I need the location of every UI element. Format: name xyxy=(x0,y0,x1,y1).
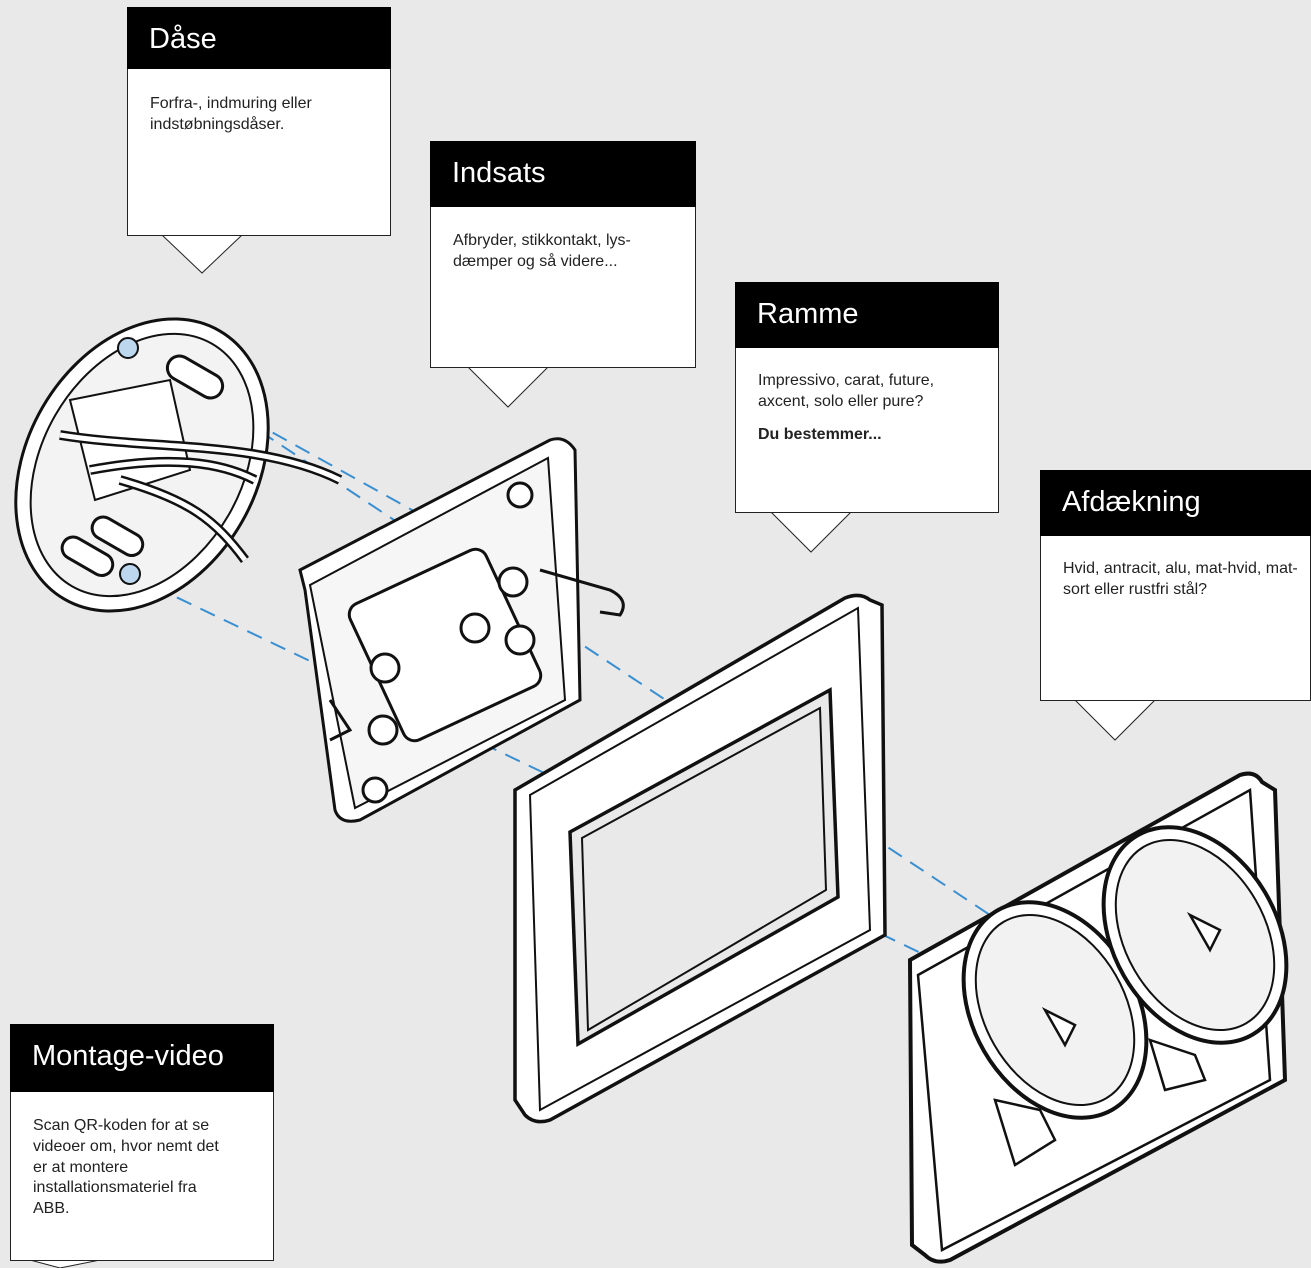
callout-frame-description: Impressivo, carat, future, axcent, solo … xyxy=(758,371,988,413)
callout-box-description: Forfra-, indmuring eller indstøbningsdås… xyxy=(150,94,370,136)
callout-cover-text: Hvid, antracit, alu, mat-hvid, mat-sort … xyxy=(1063,559,1298,613)
callout-video-description: Scan QR-koden for at se videoer om, hvor… xyxy=(33,1116,233,1220)
callout-frame-title: Ramme xyxy=(735,282,999,348)
callout-video: Montage-video Scan QR-koden for at se vi… xyxy=(10,1024,274,1261)
cover-drawing xyxy=(910,774,1311,1262)
box-drawing xyxy=(0,273,340,656)
callout-box-title: Dåse xyxy=(127,7,391,69)
callout-insert: Indsats Afbryder, stikkontakt, lys-dæmpe… xyxy=(430,141,696,368)
callout-video-title: Montage-video xyxy=(10,1024,274,1092)
callout-cover: Afdækning Hvid, antracit, alu, mat-hvid,… xyxy=(1040,470,1311,701)
callout-frame: Ramme Impressivo, carat, future, axcent,… xyxy=(735,282,999,513)
callout-insert-text: Afbryder, stikkontakt, lys-dæmper og så … xyxy=(453,231,683,285)
callout-box-text: Forfra-, indmuring eller indstøbningsdås… xyxy=(150,94,370,148)
callout-box: Dåse Forfra-, indmuring eller indstøbnin… xyxy=(127,7,391,236)
callout-insert-title: Indsats xyxy=(430,141,696,207)
guide-line-wire xyxy=(250,420,430,520)
callout-frame-text: Impressivo, carat, future, axcent, solo … xyxy=(758,371,988,457)
callout-frame-emphasis: Du bestemmer... xyxy=(758,426,882,443)
callout-insert-description: Afbryder, stikkontakt, lys-dæmper og så … xyxy=(453,231,683,273)
callout-video-text: Scan QR-koden for at se videoer om, hvor… xyxy=(33,1116,233,1232)
callout-cover-title: Afdækning xyxy=(1040,470,1311,536)
callout-cover-description: Hvid, antracit, alu, mat-hvid, mat-sort … xyxy=(1063,559,1298,601)
